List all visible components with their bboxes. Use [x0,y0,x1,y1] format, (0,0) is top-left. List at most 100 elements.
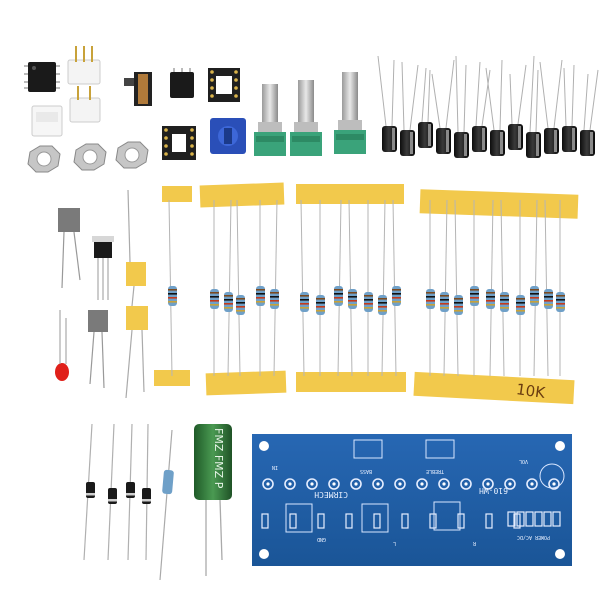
resistor [224,199,233,377]
pcb-board: CIRMECH 610-WH TREBLE BASS VOL POWER AC/… [252,434,572,566]
pcb-footprint [345,513,353,529]
solder-pad-hole [288,482,292,486]
tape-strip-top-3 [296,184,404,204]
pcb-solder-pads [261,478,561,529]
resistor [210,200,219,376]
resistor-array [168,199,565,377]
electrolytic-capacitor [508,64,527,150]
pcb-footprint [457,513,465,529]
pcb-footprint [373,513,381,529]
pcb-footprint [429,513,437,529]
solder-pad [548,478,560,490]
electrolytic-capacitor [400,61,419,156]
solder-pad-hole [464,482,468,486]
tape-strip-top-2 [199,182,285,208]
potentiometer-1 [254,84,286,156]
resistor [426,200,435,376]
solder-pad-hole [332,482,336,486]
electrolytic-capacitor-green: FMZ FMZ P [194,424,232,576]
resistor [454,199,463,377]
tape-strip-bottom-1 [154,370,190,386]
electrolytic-capacitor [526,55,541,158]
hex-nut-2 [73,143,107,171]
solder-pad [438,478,450,490]
solder-pad-hole [420,482,424,486]
pcb-label-input: IN [272,464,278,470]
solder-pad [372,478,384,490]
tape-strip-bottom-3 [296,372,406,392]
resistor [364,200,373,376]
solder-pad-hole [398,482,402,486]
resistor [516,200,525,376]
diode [126,423,135,561]
solder-pad [350,478,362,490]
pcb-label-power: POWER AC/DC [517,534,550,540]
pcb-label-l: L [393,540,396,546]
electrolytic-capacitor [377,55,397,152]
tape-label-10k: 10K [515,380,547,402]
solder-pad [262,478,274,490]
solder-pad-hole [442,482,446,486]
electrolytic-capacitor-row [377,55,599,158]
resistor [270,199,279,377]
ic-socket-8pin [208,68,240,102]
solder-pad [284,478,296,490]
tape-strip-bottom-2 [205,370,287,396]
pcb-footprint [261,513,269,529]
solder-pad [526,478,538,490]
resistor [236,199,245,377]
single-resistor [159,429,174,581]
tape-strip-top-4 [419,189,579,219]
diode-group [83,423,151,561]
solder-pad-hole [266,482,270,486]
ceramic-capacitor-grey-2 [88,310,108,389]
connector-3pin-white [67,46,101,85]
pcb-footprint [516,511,525,527]
pcb-brand: CIRMECH [314,490,348,499]
resistor [316,200,325,376]
pcb-label-bass: BASS [360,468,372,474]
pcb-label-gnd: GND [317,536,326,542]
connector-3pin-white-2 [31,105,63,137]
solder-pad [306,478,318,490]
electrolytic-capacitor [562,64,577,152]
resistor [334,199,343,377]
solder-pad-hole [376,482,380,486]
tape-strip-bottom-4: 10K [413,371,575,405]
ceramic-capacitor-grey [58,208,81,289]
pcb-footprint [317,513,325,529]
tape-strip-top-1 [162,186,192,202]
electrolytic-capacitor [472,61,491,152]
slide-switch [124,72,152,106]
electrolytic-capacitor [485,59,505,156]
solder-pad [328,478,340,490]
resistor [500,199,509,377]
trimmer-potentiometer [210,118,246,154]
diode [107,423,117,561]
potentiometer-3 [334,72,366,154]
pcb-model: 610-WH [479,486,508,495]
resistor [348,199,357,377]
ic-chip-small [170,68,194,98]
electrolytic-capacitor [580,69,599,156]
connector-2pin-white [69,86,101,123]
diode [142,423,151,561]
solder-pad-hole [552,482,556,486]
capacitor-print: FMZ FMZ P [212,428,225,489]
pcb-footprint [534,511,543,527]
pcb-label-volume: VOL [519,458,528,464]
electrolytic-capacitor [539,59,563,154]
pcb-footprint [525,511,534,527]
solder-pad-hole [530,482,534,486]
ic-chip-8pin [24,62,60,92]
resistor [544,199,553,377]
pcb-footprint [543,511,552,527]
solder-pad [394,478,406,490]
pcb-footprint [289,513,297,529]
resistor [392,199,401,377]
solder-pad [504,478,516,490]
film-capacitor-yellow-2 [125,306,148,399]
resistor [256,200,265,376]
resistor [470,200,479,376]
